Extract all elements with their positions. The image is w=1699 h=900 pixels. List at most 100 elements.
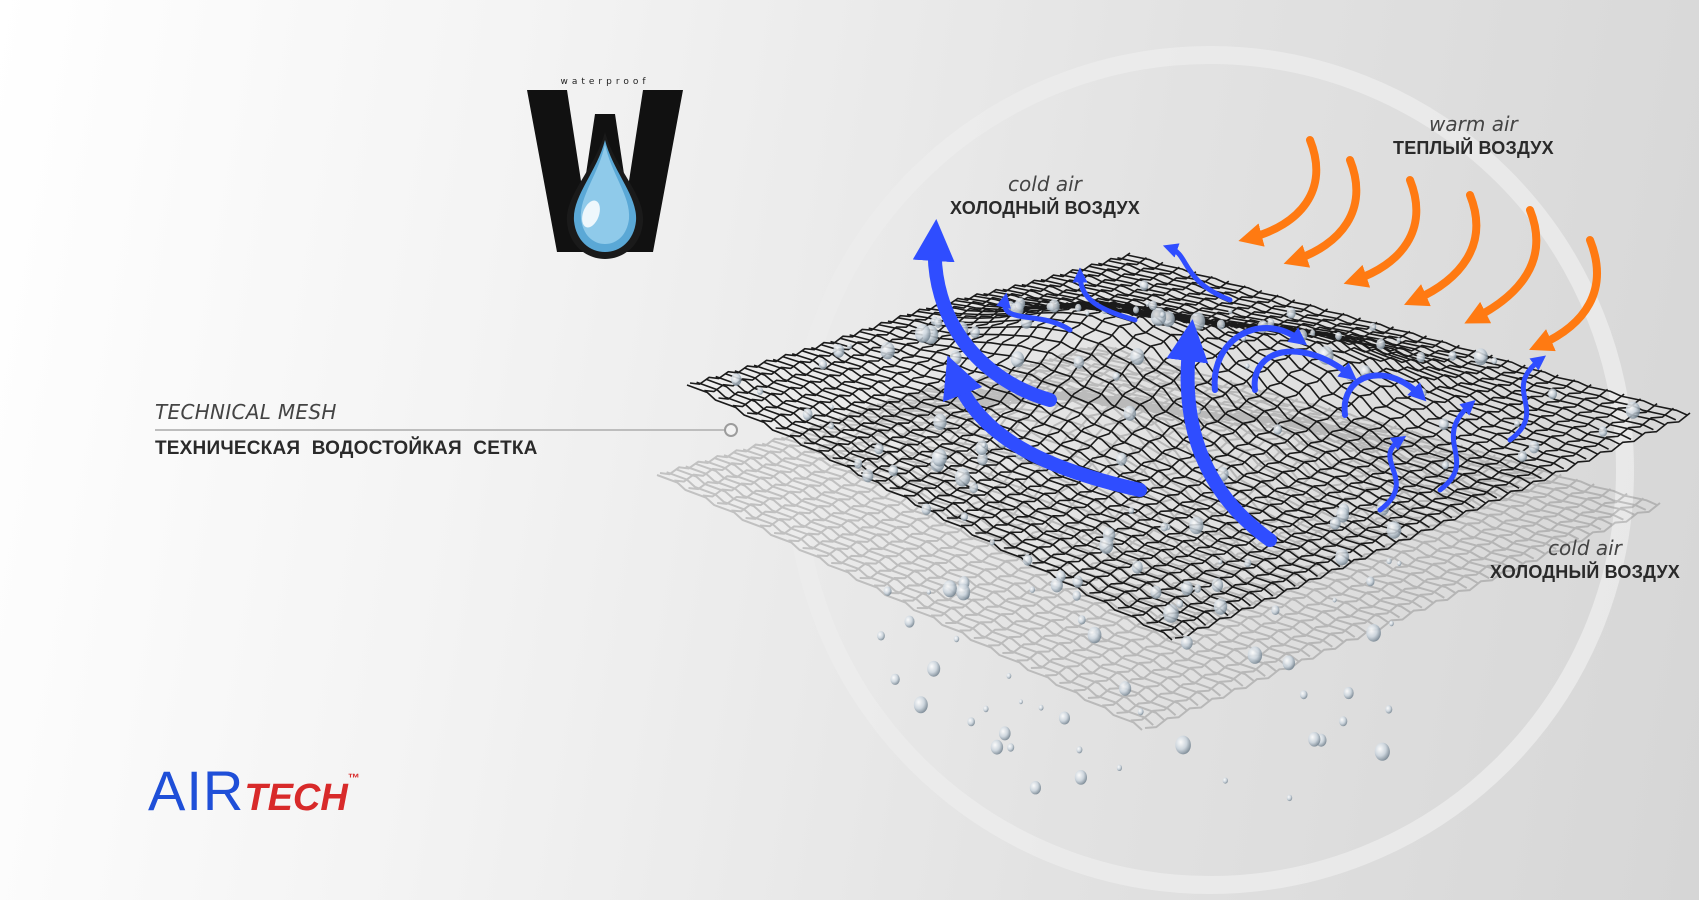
mesh-strand	[774, 379, 1233, 535]
water-droplet	[1336, 507, 1349, 523]
mesh-strand	[1073, 478, 1579, 692]
water-droplet	[1386, 521, 1402, 539]
water-droplet	[1376, 338, 1386, 350]
logo-waterproof-text: waterproof	[560, 77, 649, 87]
warm-arrow-2	[1283, 156, 1361, 268]
water-droplet	[1332, 597, 1337, 603]
water-droplet	[731, 373, 742, 386]
water-droplet	[1163, 604, 1179, 623]
water-droplet	[1299, 690, 1308, 700]
water-droplet	[1267, 318, 1275, 328]
cold-arrow-3	[1166, 319, 1277, 547]
mesh-strand	[704, 459, 1199, 707]
water-droplet	[757, 387, 764, 395]
water-droplet	[1029, 586, 1036, 593]
cold-arrow-9	[1341, 372, 1427, 418]
water-droplet	[1038, 704, 1044, 711]
mesh-strand	[848, 413, 1367, 634]
cold-arrow-10	[1377, 435, 1407, 513]
mesh-strand	[804, 289, 1263, 445]
mesh-strand	[1077, 349, 1636, 516]
warm-arrow-1	[1238, 136, 1321, 247]
cold-air-right-en: cold air	[1548, 536, 1622, 560]
water-droplet	[1128, 507, 1135, 514]
cold-air-right-label: cold air ХОЛОДНЫЙ ВОЗДУХ	[1490, 536, 1680, 583]
water-droplet	[1072, 590, 1081, 601]
warm-air-arrows	[1238, 136, 1601, 352]
water-droplet	[1286, 794, 1293, 802]
mesh-strand	[867, 406, 1389, 624]
warm-air-label: warm air ТЕПЛЫЙ ВОЗДУХ	[1393, 112, 1554, 159]
mesh-leader-line	[155, 423, 738, 437]
w-logo-icon: waterproof	[527, 77, 683, 259]
mesh-strand	[1001, 371, 1546, 555]
cold-air-arrows	[912, 219, 1546, 547]
mesh-strand	[1079, 268, 1632, 441]
water-droplet	[1133, 306, 1139, 314]
water-droplet	[1247, 646, 1263, 664]
water-droplet	[981, 442, 987, 448]
mesh-strand	[961, 338, 1444, 527]
mesh-strand	[705, 378, 1195, 631]
water-droplet	[1072, 575, 1083, 588]
mesh-strand	[1046, 369, 1543, 572]
water-droplet	[1213, 598, 1228, 615]
water-droplet	[1022, 554, 1033, 566]
water-droplet	[1148, 300, 1157, 311]
water-droplet	[1598, 426, 1608, 437]
mesh-strand	[685, 465, 1177, 717]
water-droplet	[802, 408, 813, 421]
brand-tech: TECH	[244, 777, 348, 819]
mesh-strand	[1117, 393, 1625, 609]
water-droplet	[1074, 770, 1087, 785]
water-droplet	[1150, 585, 1162, 599]
mesh-strand	[759, 375, 1216, 528]
water-droplet	[1335, 332, 1342, 341]
water-droplet	[934, 317, 943, 328]
water-droplet	[1029, 781, 1041, 795]
water-droplet	[1442, 461, 1449, 470]
mesh-strand	[782, 355, 1285, 592]
water-droplet	[1374, 742, 1390, 761]
mesh-strand	[809, 427, 1322, 653]
water-droplet	[1397, 560, 1402, 567]
water-droplet	[1099, 536, 1114, 554]
water-droplet	[1625, 401, 1641, 419]
mesh-strand	[761, 275, 1213, 423]
water-droplet	[1329, 516, 1341, 530]
water-droplet	[949, 350, 962, 365]
water-droplet	[880, 341, 895, 360]
water-droplet	[1366, 576, 1375, 587]
mesh-strand	[723, 454, 1222, 697]
water-drop-icon	[566, 132, 644, 259]
mesh-strand	[895, 396, 1423, 609]
mesh-strand	[845, 401, 1315, 572]
water-droplet	[1119, 681, 1132, 696]
cold-arrow-12	[1507, 355, 1546, 443]
water-droplet	[915, 324, 931, 343]
water-droplet	[818, 359, 828, 370]
water-droplet	[1139, 280, 1149, 291]
technical-mesh-label: TECHNICAL MESH ТЕХНИЧЕСКАЯ ВОДОСТОЙКАЯ С…	[155, 400, 538, 460]
water-droplet	[1416, 352, 1426, 363]
water-droplet	[1189, 516, 1204, 535]
mesh-strand	[674, 346, 1118, 483]
mesh-strand	[1075, 379, 1576, 587]
water-droplet	[1244, 363, 1250, 369]
water-droplet	[921, 503, 932, 515]
water-droplet	[1448, 351, 1457, 361]
water-droplet	[1085, 310, 1090, 316]
water-droplet	[1130, 348, 1145, 365]
cold-air-right-ru: ХОЛОДНЫЙ ВОЗДУХ	[1490, 562, 1680, 582]
mesh-strand	[656, 474, 1143, 731]
cold-arrow-1	[912, 219, 1057, 407]
water-droplet	[1273, 424, 1282, 435]
background-ring	[786, 46, 1634, 894]
mesh-strand	[1116, 492, 1628, 714]
water-droplet	[1473, 348, 1488, 366]
water-droplet	[1073, 356, 1085, 369]
water-droplet	[1010, 351, 1025, 368]
water-droplet	[1116, 452, 1127, 466]
mesh-strand	[689, 252, 1131, 386]
cold-arrow-11	[1437, 400, 1476, 493]
